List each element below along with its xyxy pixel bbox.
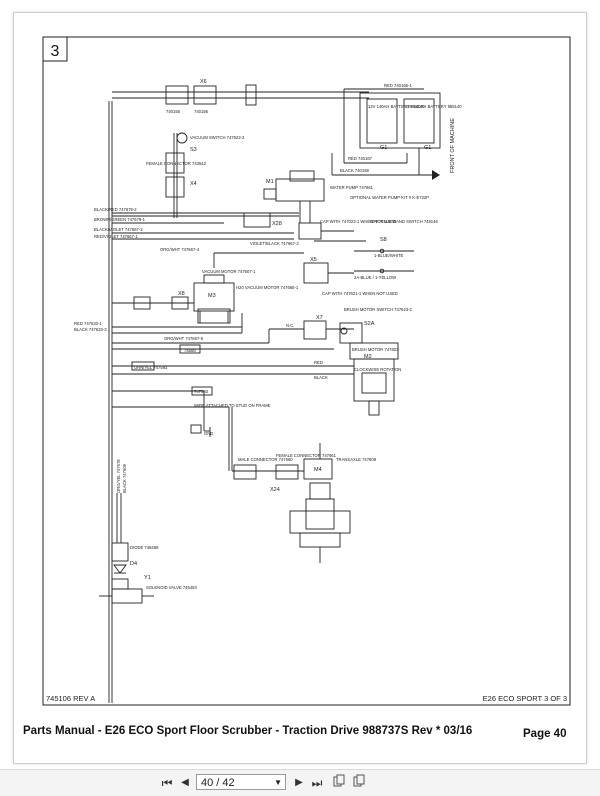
label-brown-green: BROWN/GREEN 747679-1 <box>94 217 146 222</box>
label-red-1: RED 740166-1 <box>384 83 412 88</box>
label-black-3: BLACK 747633-3 <box>74 327 107 332</box>
label-red-4: RED <box>314 360 323 365</box>
label-m3: M3 <box>208 293 216 299</box>
label-transaxle: TRANSAXLE 747608 <box>336 457 377 462</box>
label-diode: DIODE 748488 <box>130 545 159 550</box>
label-g1-b: G1 <box>424 145 431 151</box>
label-male-connector: MALE CONNECTOR 747660 <box>238 457 293 462</box>
label-x24: X24 <box>270 487 280 493</box>
label-battery-2: 12V 140AH BATTERY 958140 <box>405 104 462 109</box>
label-s8: S8 <box>380 237 387 243</box>
label-black-1: BLACK 740168 <box>340 168 370 173</box>
label-org-wht-2: ORG/WHT 747667-5 <box>164 336 204 341</box>
label-cap-2: CAP WITH 747621-1 WHEN NOT USED <box>322 291 398 296</box>
label-clockwise: CLOCKWISE ROTATION <box>354 367 401 372</box>
label-x4: X4 <box>190 181 197 187</box>
schematic-wires <box>99 84 441 703</box>
label-m4: M4 <box>314 467 322 473</box>
label-y1: Y1 <box>144 575 151 581</box>
label-x28: X28 <box>272 221 282 227</box>
label-front-of-machine: FRONT OF MACHINE <box>450 118 456 173</box>
label-wire-2: 740156 <box>194 109 209 114</box>
label-m2: M2 <box>364 354 372 360</box>
label-x7: X7 <box>316 315 323 321</box>
viewer-toolbar: ⏮ ◀ 40 / 42 ▼ ▶ ⏭ <box>0 769 600 796</box>
label-blue-yellow: 2A-BLUE / 1-YELLOW <box>354 275 396 280</box>
label-x6: X6 <box>200 79 207 85</box>
drawing-border <box>42 36 571 706</box>
label-brush-switch: BRUSH MOTOR SWITCH 747623-2 <box>344 307 413 312</box>
label-org-yel-2: ORG/YEL 747678 <box>116 459 121 493</box>
label-nc: N.C. <box>286 323 294 328</box>
label-wire-3: 74588 <box>184 348 196 353</box>
front-arrow-icon <box>432 170 440 180</box>
document-footer-title: Parts Manual - E26 ECO Sport Floor Scrub… <box>23 725 473 737</box>
page-number-text: 40 / 42 <box>201 777 235 789</box>
drawing-number: 745106 REV A <box>46 694 95 703</box>
label-red-violet: RED/VIOLET 747667-1 <box>94 234 138 239</box>
label-female-connector-2: FEMALE CONNECTOR 747661 <box>276 453 337 458</box>
label-cap-1: CAP WITH 747023-1 WHEN NOT USED <box>320 219 396 224</box>
label-wire-4: 747593 <box>194 389 209 394</box>
label-brush-motor: BRUSH MOTOR 747603 <box>352 347 399 352</box>
label-vacuum-switch: VACUUM SWITCH 747622-2 <box>190 135 245 140</box>
label-orn-yel: ORN/YEL 747593 <box>134 365 168 370</box>
document-page-number: Page 40 <box>523 728 567 740</box>
label-wire-note: WIRE ATTACHED TO STUD ON FRAME <box>194 403 271 408</box>
label-org-wht-1: ORG/WHT 747667-4 <box>160 247 200 252</box>
label-s2a: S2A <box>364 321 375 327</box>
first-page-button[interactable]: ⏮ <box>161 776 173 790</box>
label-red-2: RED 740167 <box>348 156 373 161</box>
label-blue-white: 1-BLUE/WHITE <box>374 253 404 258</box>
label-x8: X8 <box>178 291 185 297</box>
label-water-pump: WATER PUMP 747661 <box>330 185 374 190</box>
wiring-schematic: 3 745106 REV A E26 ECO SPORT 3 OF 3 <box>42 36 571 706</box>
next-page-button[interactable]: ▶ <box>295 777 303 788</box>
label-d4: D4 <box>130 561 137 567</box>
label-optional-pump: OPTIONAL WATER PUMP KIT # K-E722P <box>350 195 429 200</box>
label-black-2: BLACK 747609 <box>122 463 127 493</box>
label-off-aisle: OFF AISLE WAND SWITCH 748146 <box>370 219 438 224</box>
sheet-number: 3 <box>51 43 60 60</box>
label-solenoid: SOLENOID VALVE 745493 <box>146 585 197 590</box>
label-g1-a: G1 <box>380 145 387 151</box>
label-battery-1: 12V 140AH BATTERY 958140 <box>368 104 425 109</box>
label-m1: M1 <box>266 179 274 185</box>
document-page: 3 745106 REV A E26 ECO SPORT 3 OF 3 <box>13 12 587 764</box>
label-h20-motor: H20 VACUUM MOTOR 747665-1 <box>236 285 299 290</box>
label-red-3: RED 747633-1 <box>74 321 102 326</box>
label-wire-1: 740156 <box>166 109 181 114</box>
pages-icon[interactable] <box>352 774 366 792</box>
copy-icon[interactable] <box>332 774 346 792</box>
previous-page-button[interactable]: ◀ <box>181 777 189 788</box>
label-female-connector: FEMALE CONNECTOR 743542 <box>146 161 207 166</box>
label-violet-black: VIOLET/BLACK 747667-2 <box>250 241 299 246</box>
page-number-input[interactable]: 40 / 42 ▼ <box>196 774 286 790</box>
drawing-title: E26 ECO SPORT 3 OF 3 <box>483 694 567 703</box>
chevron-down-icon: ▼ <box>274 778 282 787</box>
label-gnd: GND <box>204 431 213 436</box>
label-black-red: BLACK/RED 747679-2 <box>94 207 137 212</box>
sheet-number-box <box>42 36 68 62</box>
label-black-violet: BLACK/VIOLET 747667-3 <box>94 227 143 232</box>
last-page-button[interactable]: ⏭ <box>311 776 323 790</box>
label-black-4: BLACK <box>314 375 328 380</box>
label-vacuum-motor: VACUUM MOTOR 747607-1 <box>202 269 256 274</box>
label-x5: X5 <box>310 257 317 263</box>
label-s3: S3 <box>190 147 197 153</box>
